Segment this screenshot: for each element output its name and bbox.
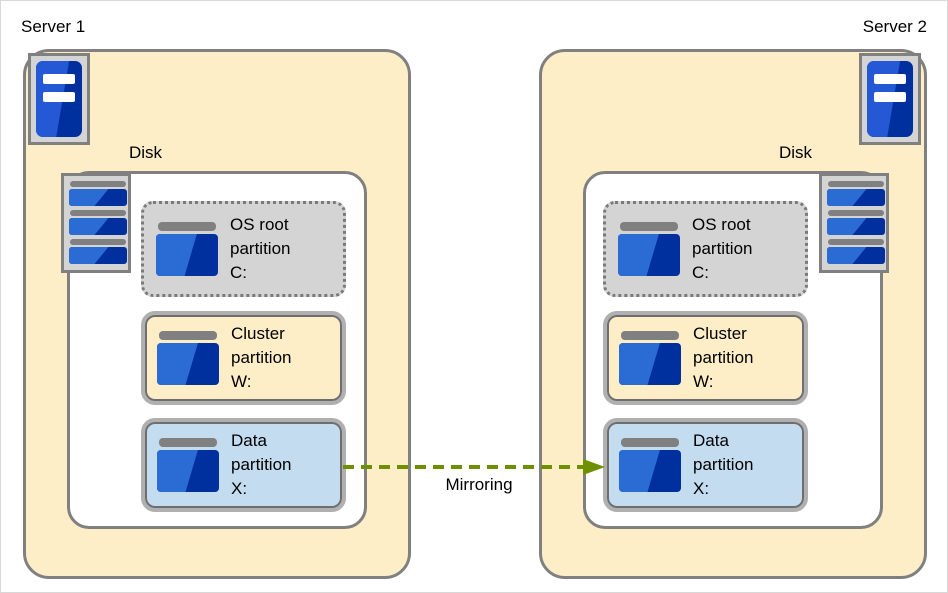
partition-label: Data partition X: (693, 429, 753, 501)
partition-drive-letter: C: (692, 263, 709, 282)
server-chassis (36, 61, 82, 137)
server-2-partition-data[interactable]: Data partition X: (603, 418, 808, 512)
partition-drive-icon (618, 222, 680, 276)
partition-label-line2: partition (231, 348, 292, 367)
disk-unit (69, 239, 127, 264)
server-led-icon (43, 74, 75, 84)
server-2-disk-label: Disk (779, 143, 813, 162)
partition-drive-icon (157, 331, 219, 385)
partition-label-line1: Cluster (693, 324, 747, 343)
server-chassis (867, 61, 913, 137)
partition-label-line2: partition (692, 239, 753, 258)
partition-drive-letter: W: (693, 372, 714, 391)
partition-drive-letter: C: (230, 263, 247, 282)
partition-inner: Data partition X: (145, 422, 342, 508)
server-1-partition-os-root[interactable]: OS root partition C: (141, 201, 346, 297)
server-2-machine-icon (859, 53, 921, 145)
partition-label-line2: partition (693, 455, 754, 474)
partition-label: OS root partition C: (230, 213, 290, 285)
partition-drive-letter: W: (231, 372, 252, 391)
partition-label-line1: Data (693, 431, 729, 450)
server-1-partition-cluster[interactable]: Cluster partition W: (141, 311, 346, 405)
partition-label-line1: Data (231, 431, 267, 450)
partition-label-line2: partition (693, 348, 754, 367)
partition-label-line1: OS root (692, 215, 751, 234)
partition-inner: Data partition X: (607, 422, 804, 508)
partition-label: Cluster partition W: (231, 322, 291, 394)
server-1-disk-array-icon (61, 173, 131, 273)
disk-unit (69, 181, 127, 206)
partition-label-line2: partition (230, 239, 291, 258)
partition-drive-icon (156, 222, 218, 276)
disk-unit (69, 210, 127, 235)
partition-drive-icon (619, 331, 681, 385)
server-1-title: Server 1 (21, 17, 86, 36)
partition-inner: Cluster partition W: (145, 315, 342, 401)
server-1-partition-data[interactable]: Data partition X: (141, 418, 346, 512)
server-1-disk-label: Disk (129, 143, 163, 162)
partition-label-line1: OS root (230, 215, 289, 234)
server-led-icon (874, 92, 906, 102)
mirroring-arrow-icon (343, 459, 605, 475)
partition-label: Cluster partition W: (693, 322, 753, 394)
partition-label-line1: Cluster (231, 324, 285, 343)
server-1-machine-icon (28, 53, 90, 145)
partition-inner: Cluster partition W: (607, 315, 804, 401)
mirroring-label: Mirroring (1, 475, 947, 495)
partition-label-line2: partition (231, 455, 292, 474)
partition-drive-letter: X: (693, 479, 710, 498)
partition-drive-icon (619, 438, 681, 492)
server-2-partition-os-root[interactable]: OS root partition C: (603, 201, 808, 297)
partition-label: Data partition X: (231, 429, 291, 501)
server-2-disk-array-icon (819, 173, 889, 273)
server-2-partition-cluster[interactable]: Cluster partition W: (603, 311, 808, 405)
disk-unit (827, 239, 885, 264)
disk-unit (827, 181, 885, 206)
partition-drive-icon (157, 438, 219, 492)
server-2-title: Server 2 (862, 17, 927, 36)
partition-drive-letter: X: (231, 479, 248, 498)
server-led-icon (43, 92, 75, 102)
partition-label: OS root partition C: (692, 213, 752, 285)
mirroring-label-text: Mirroring (445, 475, 513, 494)
server-led-icon (874, 74, 906, 84)
disk-unit (827, 210, 885, 235)
